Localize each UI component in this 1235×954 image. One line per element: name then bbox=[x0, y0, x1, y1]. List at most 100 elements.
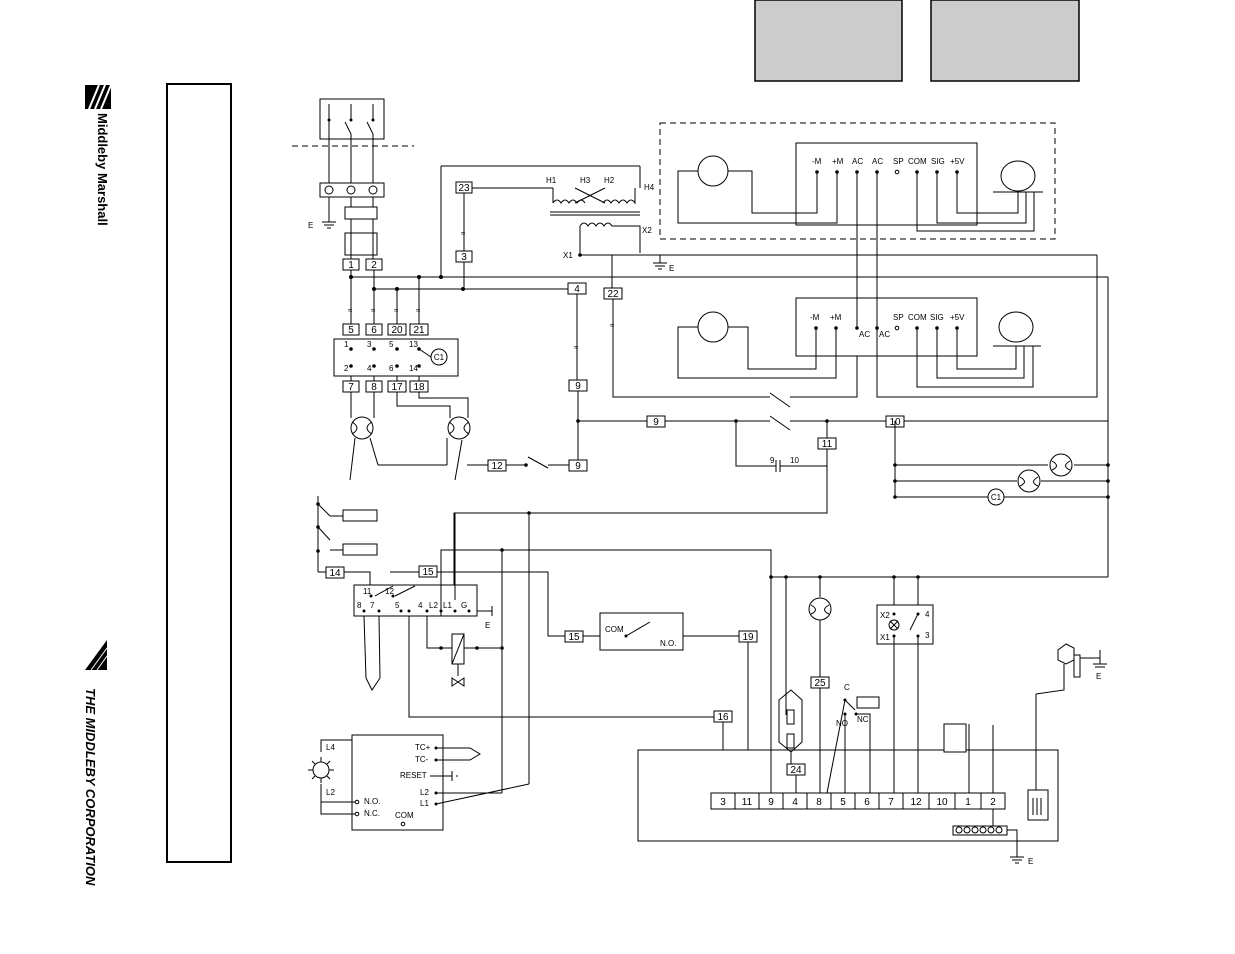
svg-text:COM: COM bbox=[908, 157, 927, 166]
svg-text:24: 24 bbox=[790, 765, 802, 776]
svg-text:8: 8 bbox=[371, 382, 377, 393]
svg-text:2: 2 bbox=[990, 797, 996, 808]
svg-text:X2: X2 bbox=[880, 611, 890, 620]
svg-text:14: 14 bbox=[409, 364, 418, 373]
motor-controller-middle: -M +M AC AC SP COM SIG +5V bbox=[677, 172, 1098, 398]
svg-text:L4: L4 bbox=[326, 743, 335, 752]
svg-text:21: 21 bbox=[413, 325, 425, 336]
svg-text:L2: L2 bbox=[420, 788, 429, 797]
svg-text:5: 5 bbox=[348, 325, 354, 336]
wire-label-8: 8 bbox=[365, 380, 383, 393]
svg-text:4: 4 bbox=[792, 797, 798, 808]
svg-text:RESET: RESET bbox=[400, 771, 427, 780]
wire-label-22: 22 bbox=[603, 287, 623, 300]
svg-text:L1: L1 bbox=[443, 601, 452, 610]
wire-label-3: 3 bbox=[455, 250, 473, 263]
svg-text:E: E bbox=[1096, 672, 1101, 681]
svg-text:COM: COM bbox=[605, 625, 624, 634]
svg-text:7: 7 bbox=[348, 382, 354, 393]
svg-text:G: G bbox=[461, 601, 467, 610]
svg-text:N.C.: N.C. bbox=[364, 809, 380, 818]
conveyor-motor-1 bbox=[349, 392, 379, 481]
svg-text:5: 5 bbox=[389, 340, 394, 349]
wire-label-2: 2 bbox=[365, 258, 383, 271]
svg-text:+M: +M bbox=[832, 157, 844, 166]
svg-text:2: 2 bbox=[371, 260, 377, 271]
svg-text:E: E bbox=[669, 264, 674, 273]
svg-text:16: 16 bbox=[717, 712, 729, 723]
svg-text:9: 9 bbox=[575, 461, 581, 472]
wire-label-25: 25 bbox=[810, 676, 830, 689]
svg-text:TC-: TC- bbox=[415, 755, 429, 764]
svg-text:14: 14 bbox=[329, 568, 341, 579]
svg-text:11: 11 bbox=[363, 587, 372, 596]
svg-text:9: 9 bbox=[653, 417, 659, 428]
svg-text:≈: ≈ bbox=[574, 343, 579, 352]
svg-text:4: 4 bbox=[574, 284, 580, 295]
svg-text:20: 20 bbox=[391, 325, 403, 336]
svg-text:H4: H4 bbox=[644, 183, 655, 192]
svg-text:10: 10 bbox=[936, 797, 948, 808]
wire-label-21: 21 bbox=[409, 323, 429, 336]
svg-text:E: E bbox=[1028, 857, 1033, 866]
svg-text:15: 15 bbox=[422, 567, 434, 578]
svg-text:1: 1 bbox=[965, 797, 971, 808]
wire-label-19: 19 bbox=[738, 630, 758, 643]
svg-text:L2: L2 bbox=[429, 601, 438, 610]
wire-label-9a: 9 bbox=[568, 379, 588, 392]
svg-text:22: 22 bbox=[607, 289, 619, 300]
svg-text:N.O.: N.O. bbox=[660, 639, 676, 648]
relay-com-no: 15 COM N.O. 19 ≈ bbox=[564, 612, 758, 793]
svg-text:12: 12 bbox=[385, 587, 394, 596]
svg-text:-M: -M bbox=[812, 157, 822, 166]
wire-label-20: 20 bbox=[387, 323, 407, 336]
svg-text:H3: H3 bbox=[580, 176, 591, 185]
svg-text:≈: ≈ bbox=[394, 306, 399, 315]
svg-text:3: 3 bbox=[925, 631, 930, 640]
svg-text:NC: NC bbox=[857, 715, 869, 724]
svg-text:AC: AC bbox=[872, 157, 883, 166]
svg-text:12: 12 bbox=[491, 461, 503, 472]
svg-text:11: 11 bbox=[742, 797, 753, 808]
burner-igniter: E bbox=[1027, 643, 1107, 821]
wire-label-1: 1 bbox=[342, 258, 360, 271]
wire-label-7: 7 bbox=[342, 380, 360, 393]
svg-text:+5V: +5V bbox=[950, 313, 965, 322]
main-disconnect: E bbox=[292, 98, 414, 259]
wire-label-11: 11 bbox=[817, 437, 837, 450]
svg-text:3: 3 bbox=[367, 340, 372, 349]
svg-text:TC+: TC+ bbox=[415, 743, 431, 752]
svg-text:9: 9 bbox=[768, 797, 774, 808]
svg-text:23: 23 bbox=[458, 183, 470, 194]
svg-text:SIG: SIG bbox=[931, 157, 945, 166]
svg-text:C1: C1 bbox=[991, 493, 1002, 502]
svg-text:11: 11 bbox=[822, 439, 833, 450]
svg-text:≈: ≈ bbox=[610, 321, 615, 330]
ground-label-e: E bbox=[308, 221, 313, 230]
brand-logo: Middleby Marshall bbox=[85, 84, 112, 226]
wire-label-12: 12 bbox=[487, 459, 507, 472]
oven-control-board: 3 11 9 4 8 5 6 7 12 10 1 2 E bbox=[637, 723, 1059, 866]
svg-text:5: 5 bbox=[840, 797, 846, 808]
svg-text:8: 8 bbox=[816, 797, 822, 808]
corporation-logo: THE MIDDLEBY CORPORATION bbox=[83, 640, 108, 886]
wire-label-17: 17 bbox=[387, 380, 407, 393]
blank-panel-left bbox=[754, 0, 903, 82]
svg-text:6: 6 bbox=[389, 364, 394, 373]
svg-text:AC: AC bbox=[859, 330, 870, 339]
title-block bbox=[166, 83, 232, 863]
svg-text:+5V: +5V bbox=[950, 157, 965, 166]
svg-text:9: 9 bbox=[575, 381, 581, 392]
svg-text:8: 8 bbox=[357, 601, 362, 610]
svg-text:SP: SP bbox=[893, 313, 904, 322]
svg-text:17: 17 bbox=[391, 382, 403, 393]
svg-text:L2: L2 bbox=[326, 788, 335, 797]
svg-text:AC: AC bbox=[852, 157, 863, 166]
wire-label-9c: 9 bbox=[568, 459, 588, 472]
svg-text:7: 7 bbox=[370, 601, 375, 610]
svg-text:H2: H2 bbox=[604, 176, 615, 185]
wire-label-15a: 15 bbox=[418, 565, 438, 578]
svg-text:4: 4 bbox=[925, 610, 930, 619]
svg-text:X2: X2 bbox=[642, 226, 652, 235]
svg-text:2: 2 bbox=[344, 364, 349, 373]
